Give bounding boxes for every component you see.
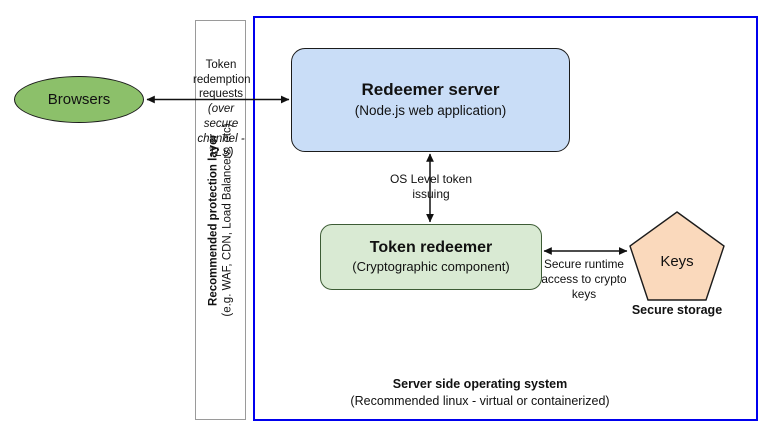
keys-label: Keys (660, 252, 694, 270)
edge-label-browsers-to-redeemer-server: Token redemption requests (over secure c… (193, 58, 251, 161)
server-os-caption: Server side operating system (Recommende… (335, 376, 625, 410)
browsers-label: Browsers (47, 91, 111, 108)
server-os-title: Server side operating system (392, 377, 568, 391)
edge-label-line3: requests (198, 88, 244, 101)
browsers-ellipse: Browsers (14, 76, 144, 123)
token-redeemer-box: Token redeemer (Cryptographic component) (320, 224, 542, 290)
node-token-redeemer[interactable]: Token redeemer (Cryptographic component) (320, 224, 542, 290)
edge-label-secure-runtime-access: Secure runtime access to crypto keys (541, 257, 627, 302)
redeemer-server-subtitle: (Node.js web application) (354, 103, 507, 119)
edge-label-line4-italic: (over secure channel - TLS) (197, 103, 245, 160)
secure-storage-caption: Secure storage (631, 303, 723, 317)
node-redeemer-server[interactable]: Redeemer server (Node.js web application… (291, 48, 570, 152)
edge-label-line2: redemption (193, 73, 251, 86)
edge-label-line1: Token (205, 59, 237, 71)
protection-layer-container: Recommended protection layer (e.g. WAF, … (195, 20, 246, 420)
node-browsers[interactable]: Browsers (14, 76, 144, 123)
redeemer-server-title: Redeemer server (361, 80, 500, 100)
redeemer-server-box: Redeemer server (Node.js web application… (291, 48, 570, 152)
server-os-boundary (253, 16, 758, 421)
node-keys[interactable]: Keys (629, 211, 725, 301)
token-redeemer-title: Token redeemer (369, 238, 493, 256)
edge-label-os-level-token-issuing: OS Level token issuing (389, 172, 473, 202)
server-os-subtitle: (Recommended linux - virtual or containe… (350, 393, 610, 408)
token-redeemer-subtitle: (Cryptographic component) (352, 259, 510, 275)
